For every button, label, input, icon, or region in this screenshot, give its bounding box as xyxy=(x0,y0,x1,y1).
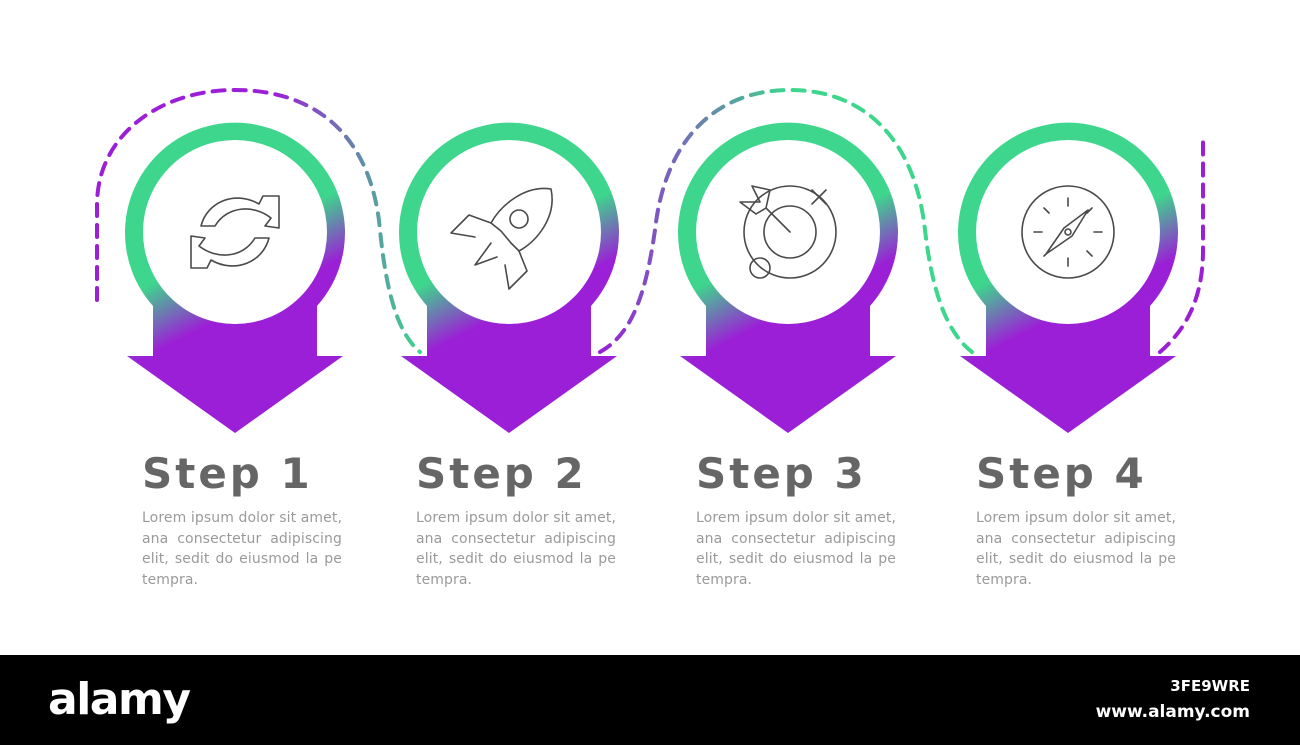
step-3-text: Step 3 Lorem ipsum dolor sit amet, ana c… xyxy=(696,448,896,590)
rocket-icon xyxy=(450,187,553,290)
step-markers xyxy=(124,122,1178,434)
step-1-marker xyxy=(124,122,345,434)
step-2-marker xyxy=(398,122,619,433)
step-3-title: Step 3 xyxy=(696,449,867,498)
step-4-title: Step 4 xyxy=(976,449,1147,498)
watermark-logo: alamy xyxy=(48,674,191,725)
step-2-text: Step 2 Lorem ipsum dolor sit amet, ana c… xyxy=(416,448,616,590)
step-4-icon-circle xyxy=(976,140,1160,324)
compass-icon xyxy=(1021,185,1115,279)
step-2-icon-circle xyxy=(417,140,601,324)
infographic-canvas xyxy=(95,87,1205,434)
step-1-title: Step 1 xyxy=(142,449,313,498)
watermark-image-id: 3FE9WRE xyxy=(1170,677,1250,695)
step-4-description: Lorem ipsum dolor sit amet, ana consecte… xyxy=(976,510,1177,588)
step-2-description: Lorem ipsum dolor sit amet, ana consecte… xyxy=(416,510,617,588)
step-4-text: Step 4 Lorem ipsum dolor sit amet, ana c… xyxy=(976,448,1176,590)
connector-4-end xyxy=(1158,138,1205,354)
connector-2-3 xyxy=(598,87,974,354)
dashed-connectors xyxy=(95,87,1205,354)
step-2-title: Step 2 xyxy=(416,449,587,498)
connector-1-2 xyxy=(95,87,422,354)
step-1-icon-circle xyxy=(143,140,327,324)
refresh-icon xyxy=(190,195,280,269)
step-1-text: Step 1 Lorem ipsum dolor sit amet, ana c… xyxy=(142,448,342,590)
step-1-description: Lorem ipsum dolor sit amet, ana consecte… xyxy=(142,510,343,588)
watermark-site: www.alamy.com xyxy=(1095,702,1250,722)
step-3-description: Lorem ipsum dolor sit amet, ana consecte… xyxy=(696,510,897,588)
watermark-bar: alamy 3FE9WRE www.alamy.com xyxy=(0,655,1300,745)
step-3-icon-circle xyxy=(696,140,880,324)
target-icon xyxy=(739,185,837,279)
